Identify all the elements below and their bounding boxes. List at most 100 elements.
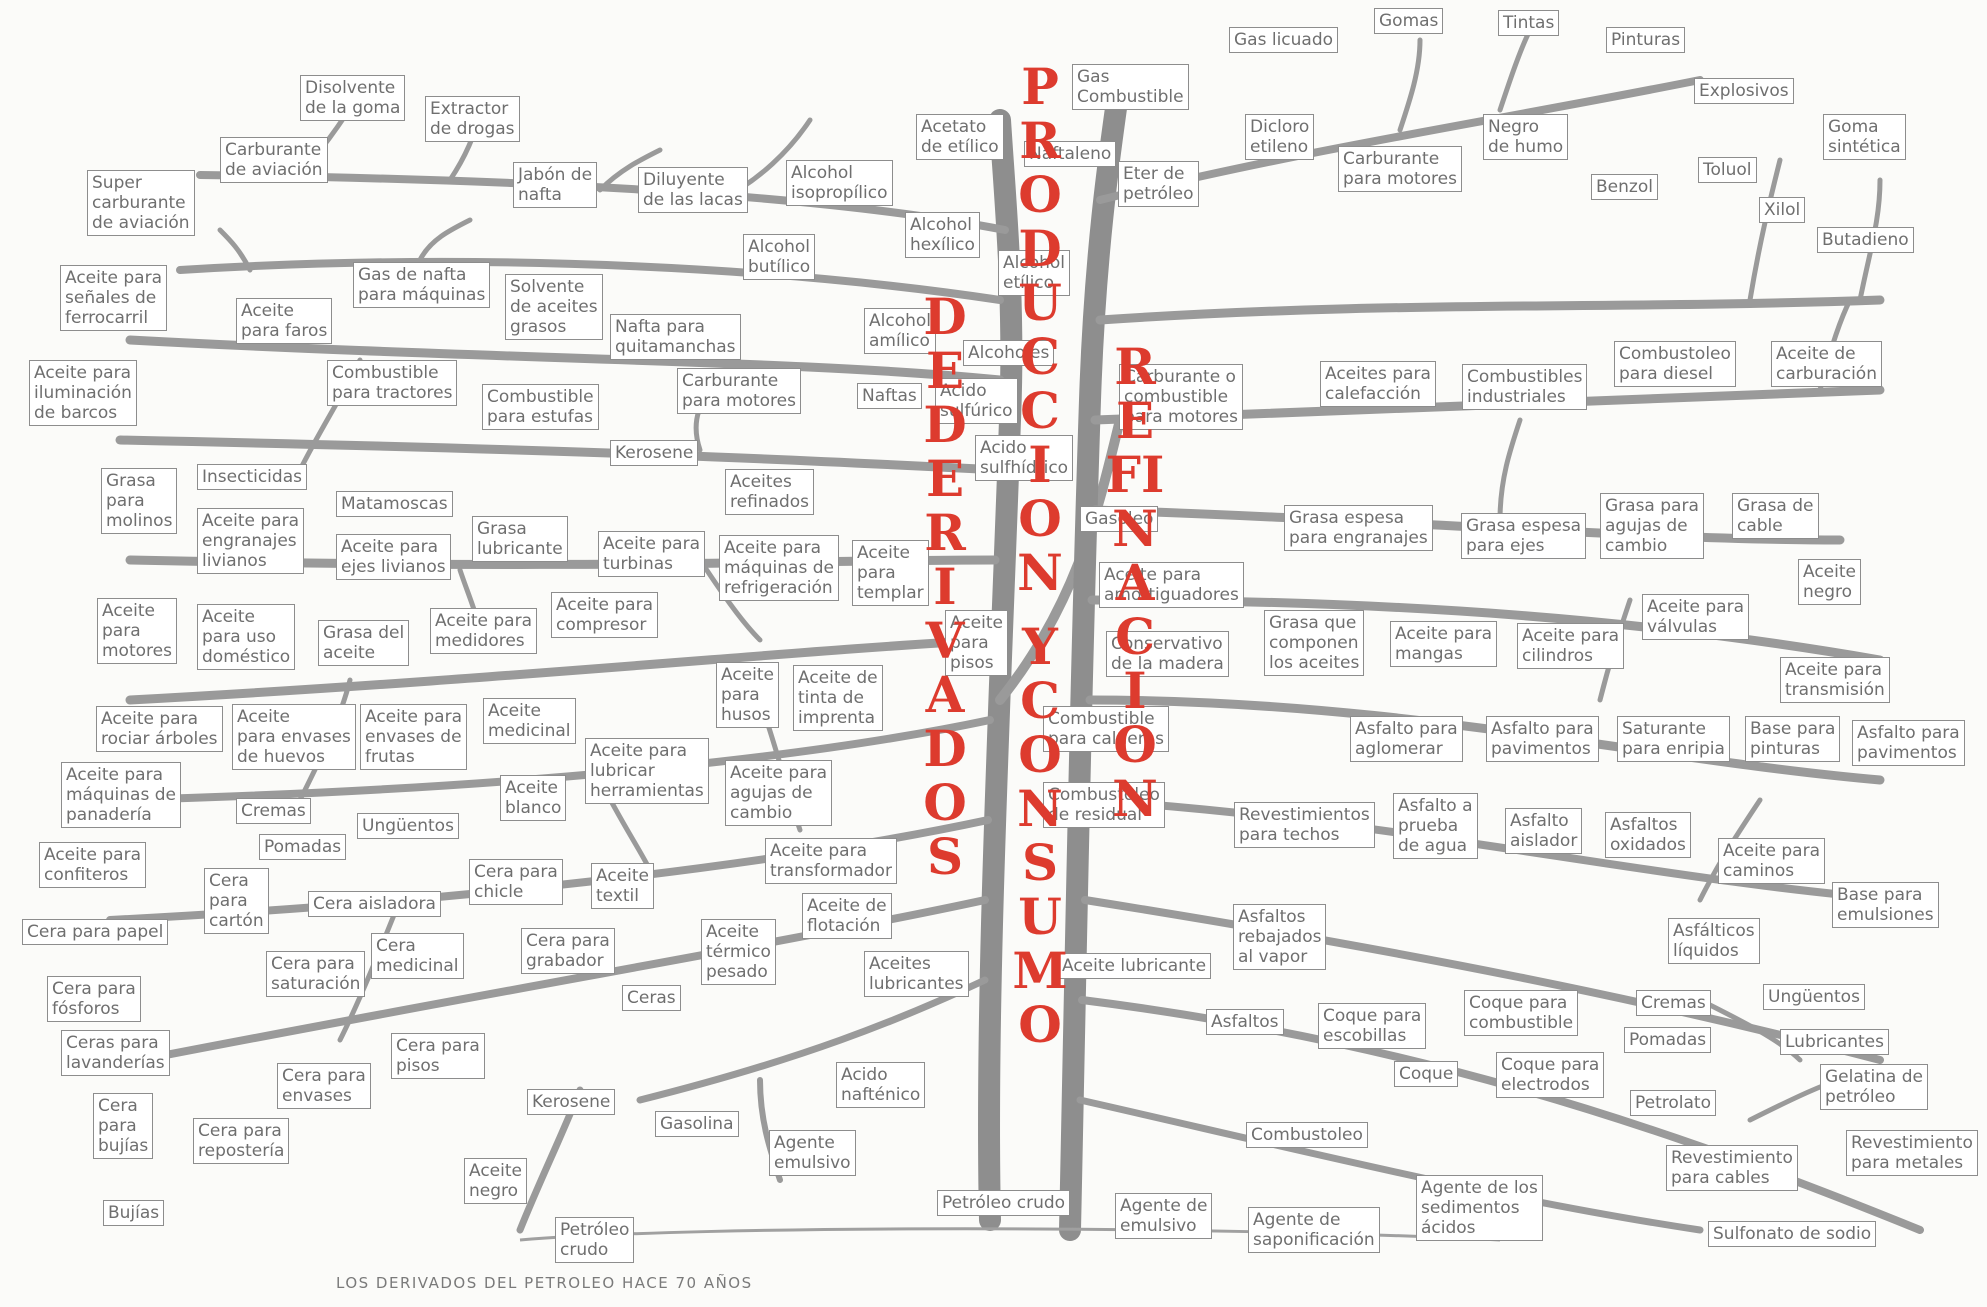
label-acetato-de-etilico: Acetato de etílico <box>916 114 1004 160</box>
label-grasa-para-agujas-de-cambio: Grasa para agujas de cambio <box>1600 493 1704 559</box>
label-aceite-de-flotacion: Aceite de flotación <box>802 893 892 939</box>
label-aceite-para-pisos: Aceite para pisos <box>945 610 1008 676</box>
label-pinturas: Pinturas <box>1606 27 1686 53</box>
label-grasa-espesa-para-ejes: Grasa espesa para ejes <box>1461 513 1587 559</box>
label-aceite-blanco: Aceite blanco <box>500 775 567 821</box>
label-eter-de-petroleo: Eter de petróleo <box>1118 161 1199 207</box>
label-jabon-de-nafta: Jabón de nafta <box>513 162 598 208</box>
label-agente-de-los-sedimentos-acidos: Agente de los sedimentos ácidos <box>1416 1175 1543 1241</box>
label-combustible-para-tractores: Combustible para tractores <box>327 360 458 406</box>
label-agente-de-emulsivo: Agente de emulsivo <box>1115 1193 1213 1239</box>
label-alcohol-hexilico: Alcohol hexílico <box>905 212 980 258</box>
label-naftas: Naftas <box>857 383 922 409</box>
label-gomas: Gomas <box>1374 8 1444 34</box>
label-explosivos: Explosivos <box>1694 78 1794 104</box>
label-gas-de-nafta-para-maquinas: Gas de nafta para máquinas <box>353 262 491 308</box>
label-cera-para-fosforos: Cera para fósforos <box>47 976 141 1022</box>
label-aceite-para-rociar-arboles: Aceite para rociar árboles <box>96 706 223 752</box>
label-gasoleo: Gasoleo <box>1080 506 1159 532</box>
label-matamoscas: Matamoscas <box>336 491 453 517</box>
label-alcohol-amilico: Alcohol amílico <box>864 308 936 354</box>
label-lubricantes: Lubricantes <box>1780 1029 1889 1055</box>
label-aceite-para-uso-domestico: Aceite para uso doméstico <box>197 604 296 670</box>
label-cremas-right: Cremas <box>1636 990 1711 1016</box>
label-aceite-lubricante: Aceite lubricante <box>1057 953 1212 979</box>
label-agente-emulsivo: Agente emulsivo <box>769 1130 856 1176</box>
label-alcoholes: Alcoholes <box>963 340 1055 366</box>
label-aceite-para-medidores: Aceite para medidores <box>430 608 538 654</box>
label-combustible-para-calderas: Combustible para calderas <box>1043 706 1170 752</box>
label-goma-sintetica: Goma sintética <box>1823 114 1906 160</box>
label-acido-naftenico: Acido nafténico <box>836 1062 926 1108</box>
label-super-carburante-de-aviacion: Super carburante de aviación <box>87 170 195 236</box>
label-saturante-para-enripia: Saturante para enripia <box>1617 716 1730 762</box>
label-agente-de-saponificacion: Agente de saponificación <box>1248 1207 1380 1253</box>
label-aceite-para-maquinas-de-panaderia: Aceite para máquinas de panadería <box>61 762 181 828</box>
label-revestimiento-para-cables: Revestimiento para cables <box>1666 1145 1798 1191</box>
label-kerosene: Kerosene <box>610 440 699 466</box>
label-aceite-para-mangas: Aceite para mangas <box>1390 621 1498 667</box>
label-benzol: Benzol <box>1591 174 1658 200</box>
label-cera-para-chicle: Cera para chicle <box>469 859 563 905</box>
label-butadieno: Butadieno <box>1817 227 1914 253</box>
label-aceite-medicinal: Aceite medicinal <box>483 698 576 744</box>
label-asfalto-para-pavimentos-2: Asfalto para pavimentos <box>1852 720 1965 766</box>
label-cera-para-bujias: Cera para bujías <box>93 1093 154 1159</box>
label-kerosene-2: Kerosene <box>527 1089 616 1115</box>
label-ceras-para-lavanderias: Ceras para lavanderías <box>61 1030 170 1076</box>
label-aceite-para-agujas-de-cambio: Aceite para agujas de cambio <box>725 760 833 826</box>
label-aceites-para-calefaccion: Aceites para calefacción <box>1320 361 1436 407</box>
label-coque-para-combustible: Coque para combustible <box>1464 990 1579 1036</box>
label-coque: Coque <box>1394 1061 1459 1087</box>
label-aceite-de-tinta-de-imprenta: Aceite de tinta de imprenta <box>793 665 883 731</box>
label-aceite-negro-left: Aceite negro <box>464 1158 527 1204</box>
label-aceite-para-confiteros: Aceite para confiteros <box>39 842 147 888</box>
label-cera-medicinal: Cera medicinal <box>371 933 464 979</box>
label-cera-para-carton: Cera para cartón <box>204 868 269 934</box>
label-combustoleo: Combustoleo <box>1246 1122 1368 1148</box>
label-unguentos-right: Ungüentos <box>1763 984 1865 1010</box>
label-alcohol-isopropilico: Alcohol isopropílico <box>786 160 893 206</box>
label-acido-sulfurico: Acido sulfúrico <box>935 378 1018 424</box>
label-asfalticos-liquidos: Asfálticos líquidos <box>1668 918 1760 964</box>
label-combustoleo-para-diesel: Combustoleo para diesel <box>1614 341 1736 387</box>
label-naftaleno: Naftaleno <box>1024 141 1117 167</box>
label-carburante-o-combustible-para-motores: Carburante o combustible para motores <box>1119 364 1243 430</box>
label-aceites-lubricantes: Aceites lubricantes <box>864 951 969 997</box>
label-aceite-para-engranajes-livianos: Aceite para engranajes livianos <box>197 508 305 574</box>
label-asfaltos: Asfaltos <box>1206 1009 1284 1035</box>
label-gelatina-de-petroleo: Gelatina de petróleo <box>1820 1064 1929 1110</box>
label-grasa-espesa-para-engranajes: Grasa espesa para engranajes <box>1284 505 1433 551</box>
label-grasa-del-aceite: Grasa del aceite <box>318 620 410 666</box>
label-aceite-para-templar: Aceite para templar <box>852 540 929 606</box>
title-refinacion: REFINACION <box>1105 337 1165 828</box>
label-gas-licuado: Gas licuado <box>1229 27 1339 53</box>
label-coque-para-electrodos: Coque para electrodos <box>1496 1052 1605 1098</box>
label-aceite-para-transmision: Aceite para transmisión <box>1780 657 1890 703</box>
label-combustoleo-de-residual: Combustoleo de residual <box>1043 782 1165 828</box>
label-grasa-lubricante: Grasa lubricante <box>472 516 568 562</box>
label-cera-para-envases: Cera para envases <box>277 1063 371 1109</box>
label-aceite-para-transformador: Aceite para transformador <box>765 838 897 884</box>
bottom-caption: LOS DERIVADOS DEL PETROLEO HACE 70 AÑOS <box>336 1274 753 1292</box>
label-solvente-de-aceites-grasos: Solvente de aceites grasos <box>505 274 603 340</box>
label-gas-combustible: Gas Combustible <box>1072 64 1189 110</box>
label-aceite-para-caminos: Aceite para caminos <box>1718 838 1826 884</box>
label-coque-para-escobillas: Coque para escobillas <box>1318 1003 1427 1049</box>
label-cera-para-papel: Cera para papel <box>22 919 169 945</box>
label-cera-para-grabador: Cera para grabador <box>521 928 615 974</box>
label-aceite-termico-pesado: Aceite térmico pesado <box>701 919 776 985</box>
label-grasa-para-molinos: Grasa para molinos <box>101 468 178 534</box>
label-grasa-de-cable: Grasa de cable <box>1732 493 1819 539</box>
label-unguentos: Ungüentos <box>357 813 459 839</box>
label-tintas: Tintas <box>1498 10 1560 36</box>
label-aceite-para-ejes-livianos: Aceite para ejes livianos <box>336 534 451 580</box>
label-carburante-de-aviacion: Carburante de aviación <box>220 137 328 183</box>
label-petrolato: Petrolato <box>1630 1090 1716 1116</box>
label-combustible-para-estufas: Combustible para estufas <box>482 384 599 430</box>
label-aceite-de-carburacion: Aceite de carburación <box>1771 341 1882 387</box>
label-alcohol-butilico: Alcohol butílico <box>743 234 816 280</box>
label-negro-de-humo: Negro de humo <box>1483 114 1569 160</box>
label-pomadas: Pomadas <box>259 834 347 860</box>
label-aceite-para-faros: Aceite para faros <box>236 298 333 344</box>
